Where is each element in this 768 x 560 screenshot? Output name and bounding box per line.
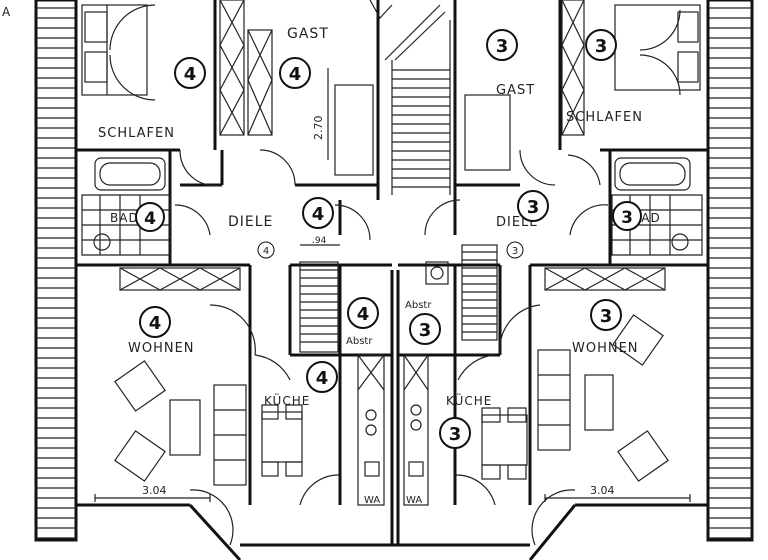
svg-text:4: 4: [316, 368, 329, 389]
room-label-wohnen-left: WOHNEN: [128, 341, 195, 356]
room-label-gast-left: GAST: [287, 26, 329, 42]
dim-left-width: 3.04: [142, 484, 167, 497]
badge-diele-left: 4: [302, 197, 334, 229]
svg-text:3: 3: [512, 246, 518, 257]
svg-text:3: 3: [595, 36, 608, 57]
room-label-abstr-right: Abstr: [405, 300, 432, 311]
badge-schlafen-left: 4: [174, 57, 206, 89]
badge-wohnen-left: 4: [139, 306, 171, 338]
dim-right-width: 3.04: [590, 484, 615, 497]
svg-text:4: 4: [312, 204, 325, 225]
svg-text:4: 4: [289, 64, 302, 85]
roof-hatch-left: [34, 0, 78, 542]
kitchen-right: [403, 354, 528, 506]
dim-gast-height: 2.70: [312, 116, 325, 141]
wardrobes: [119, 0, 666, 291]
svg-text:4: 4: [144, 209, 156, 229]
room-label-wa-right: WA: [406, 495, 422, 506]
walls-right: [398, 0, 708, 505]
badge-bad-left: 4: [135, 202, 165, 232]
room-label-kueche-right: KÜCHE: [446, 392, 492, 408]
svg-text:3: 3: [527, 197, 540, 218]
room-label-bad-left: BAD: [110, 211, 139, 225]
badge-gast-right: 3: [486, 29, 518, 61]
living-furniture-right: [537, 314, 669, 482]
room-label-abstr-left: Abstr: [346, 336, 373, 347]
svg-text:3: 3: [600, 306, 613, 327]
dim-stair-left: .94: [312, 236, 327, 246]
badge-bad-right: 3: [612, 201, 642, 231]
badge-small-right: 3: [506, 241, 524, 259]
beds: [81, 4, 701, 176]
room-label-schlafen-left: SCHLAFEN: [98, 126, 175, 141]
unit-badges-left: 4 4 4 4 4 4 4 4: [135, 57, 379, 393]
badge-diele-right: 3: [517, 190, 549, 222]
svg-text:4: 4: [263, 246, 269, 257]
badge-kueche-left: 4: [306, 361, 338, 393]
badge-abstr-right: 3: [409, 313, 441, 345]
badge-schlafen-right: 3: [585, 29, 617, 61]
svg-text:4: 4: [357, 304, 370, 325]
room-label-wa-left: WA: [364, 495, 380, 506]
badge-small-left: 4: [257, 241, 275, 259]
badge-wohnen-right: 3: [590, 299, 622, 331]
svg-text:3: 3: [419, 320, 432, 341]
badge-abstr-left: 4: [347, 297, 379, 329]
outer-walls: [74, 0, 710, 560]
svg-text:3: 3: [449, 424, 462, 445]
svg-text:4: 4: [184, 64, 197, 85]
kitchen-left: [261, 354, 385, 506]
room-label-kueche-left: KÜCHE: [264, 392, 310, 408]
room-label-diele-left: DIELE: [228, 214, 273, 230]
svg-text:3: 3: [621, 208, 633, 228]
badge-gast-left: 4: [279, 57, 311, 89]
dimension-lines: [94, 68, 691, 502]
door-swings: [109, 4, 681, 546]
roof-hatch-right: [706, 0, 754, 542]
room-label-gast-right: GAST: [496, 83, 535, 98]
stairs-lower: [299, 244, 498, 353]
room-label-wohnen-right: WOHNEN: [572, 341, 639, 356]
svg-text:4: 4: [149, 313, 162, 334]
party-wall: [376, 0, 457, 545]
svg-text:3: 3: [496, 36, 509, 57]
badge-kueche-right: 3: [439, 417, 471, 449]
main-staircase: [369, 0, 451, 195]
bath-fixtures: [81, 157, 703, 256]
unit-badges-right: 3 3 3 3 3 3 3 3: [409, 29, 642, 449]
living-furniture-left: [114, 360, 247, 486]
margin-label-a: A: [2, 5, 11, 19]
room-label-schlafen-right: SCHLAFEN: [566, 110, 643, 125]
